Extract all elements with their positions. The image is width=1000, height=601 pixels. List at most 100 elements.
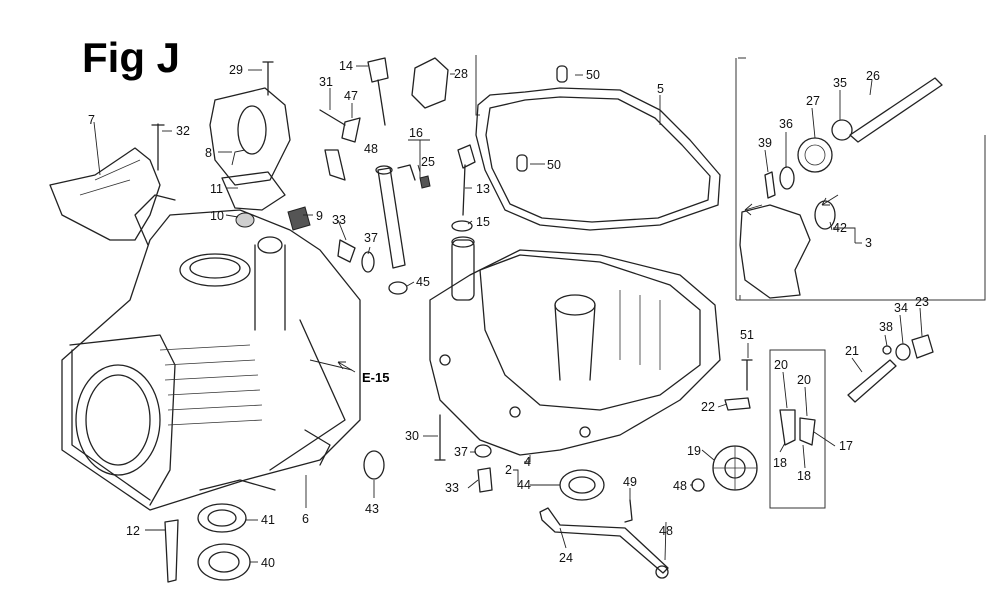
callout-3: 3 xyxy=(865,236,872,250)
part-30-bolt xyxy=(434,414,446,461)
part-13-dipstick xyxy=(457,144,476,216)
callout-20-right: 20 xyxy=(797,373,811,387)
callout-39: 39 xyxy=(758,136,772,150)
cylinder-block xyxy=(61,194,361,511)
callout-17: 17 xyxy=(839,439,853,453)
crankcase-cover xyxy=(429,236,721,456)
callout-26: 26 xyxy=(866,69,880,83)
part-48-bracket xyxy=(324,149,346,181)
e15-arrow xyxy=(337,361,356,373)
callout-14: 14 xyxy=(339,59,353,73)
governor-assembly-frame xyxy=(769,349,826,509)
callout-13: 13 xyxy=(476,182,490,196)
part-25-pin xyxy=(419,175,431,189)
part-12-bolt xyxy=(164,519,179,583)
part-43-seal xyxy=(363,450,385,480)
callout-18-left: 18 xyxy=(773,456,787,470)
callout-33-left: 33 xyxy=(332,213,346,227)
callout-27: 27 xyxy=(806,94,820,108)
breather-gasket xyxy=(221,171,286,211)
callout-5: 5 xyxy=(657,82,664,96)
part-36-washer xyxy=(779,166,795,190)
callout-45: 45 xyxy=(416,275,430,289)
callout-34: 34 xyxy=(894,301,908,315)
callout-18-right: 18 xyxy=(797,469,811,483)
arrow-left xyxy=(744,203,763,216)
part-15-oring xyxy=(451,220,473,232)
part-33-bolt xyxy=(477,467,493,493)
callout-15: 15 xyxy=(476,215,490,229)
callout-48-top: 48 xyxy=(364,142,378,156)
callout-40: 40 xyxy=(261,556,275,570)
callout-2: 2 xyxy=(505,463,512,477)
part-39-pin xyxy=(764,171,776,199)
callout-24: 24 xyxy=(559,551,573,565)
callout-47: 47 xyxy=(344,89,358,103)
part-10-plug xyxy=(235,212,255,228)
part-28-bracket xyxy=(411,57,449,109)
callout-25: 25 xyxy=(421,155,435,169)
callout-20-left: 20 xyxy=(774,358,788,372)
callout-44: 44 xyxy=(517,478,531,492)
dipstick-tube xyxy=(377,167,406,269)
callout-37: 37 xyxy=(454,445,468,459)
callout-labels: 29 14 28 50 5 31 47 16 7 32 8 48 25 13 5… xyxy=(88,59,929,570)
oil-pump-assembly-frame xyxy=(735,57,986,301)
callout-35: 35 xyxy=(833,76,847,90)
part-40-bearing xyxy=(197,543,251,581)
callout-9: 9 xyxy=(316,209,323,223)
callout-32: 32 xyxy=(176,124,190,138)
part-23-cap xyxy=(911,334,934,359)
callout-36: 36 xyxy=(779,117,793,131)
oil-pump-body xyxy=(739,204,811,299)
callout-37-left: 37 xyxy=(364,231,378,245)
part-31-bolt xyxy=(319,109,346,126)
callout-31: 31 xyxy=(319,75,333,89)
callout-30: 30 xyxy=(405,429,419,443)
shroud-part xyxy=(49,147,161,241)
part-26-shaft xyxy=(849,77,943,143)
part-45-oring xyxy=(388,281,408,295)
part-29-bolt xyxy=(262,61,274,96)
callout-33: 33 xyxy=(445,481,459,495)
part-22-clip xyxy=(724,397,751,411)
part-21-shaft xyxy=(847,359,897,403)
callout-12: 12 xyxy=(126,524,140,538)
part-34-washer xyxy=(895,343,911,361)
part-48-washer-bottom xyxy=(655,565,669,579)
part-37-washer-left xyxy=(361,251,375,273)
governor-flyweight-a xyxy=(779,409,796,446)
breather-cover xyxy=(209,87,291,186)
callout-50-top: 50 xyxy=(586,68,600,82)
arrow-right xyxy=(821,194,839,206)
callout-8: 8 xyxy=(205,146,212,160)
dowel-pin-top xyxy=(556,65,568,83)
callout-49: 49 xyxy=(623,475,637,489)
figure-title: Fig J xyxy=(82,34,180,81)
callout-41: 41 xyxy=(261,513,275,527)
part-14-stem xyxy=(377,79,386,126)
dowel-pin-mid xyxy=(516,154,528,172)
part-44-seal xyxy=(559,469,605,501)
callout-48-bottom: 48 xyxy=(659,524,673,538)
callout-51: 51 xyxy=(740,328,754,342)
governor-flyweight-b xyxy=(799,417,816,446)
callout-42: 42 xyxy=(833,221,847,235)
part-32-bolt xyxy=(151,123,165,171)
callout-43: 43 xyxy=(365,502,379,516)
callout-28: 28 xyxy=(454,67,468,81)
callout-6: 6 xyxy=(302,512,309,526)
part-37-washer xyxy=(474,444,492,458)
part-49-cotter xyxy=(624,499,633,523)
part-9-reed xyxy=(287,206,311,231)
part-38-clip xyxy=(882,345,892,355)
callout-22: 22 xyxy=(701,400,715,414)
part-42-seal xyxy=(814,200,836,230)
callout-7: 7 xyxy=(88,113,95,127)
part-51-bolt xyxy=(741,359,753,391)
part-48-washer-right xyxy=(691,478,705,492)
reference-e15: E-15 xyxy=(362,370,389,385)
callout-4: 4 xyxy=(524,455,531,469)
part-33-bolt-left xyxy=(337,239,356,263)
